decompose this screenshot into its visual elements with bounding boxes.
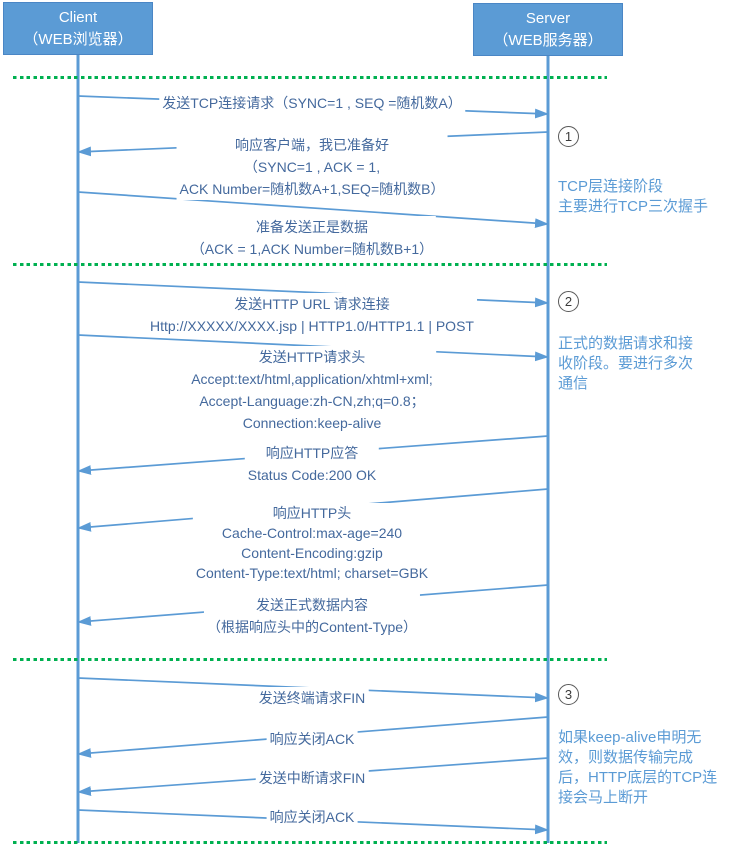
lifelines — [76, 55, 550, 843]
message-text: 响应HTTP头 — [192, 503, 432, 523]
phase-note-line: 正式的数据请求和接 — [558, 335, 694, 352]
phase-note-line: 主要进行TCP三次握手 — [558, 198, 709, 215]
message-text: Accept:text/html,application/xhtml+xml; — [188, 368, 436, 390]
phase-number-2: 2 — [558, 291, 579, 312]
phase-note-2: 正式的数据请求和接收阶段。要进行多次通信 — [558, 334, 693, 394]
phase-number-1: 1 — [558, 126, 579, 147]
phase-note-line: 收阶段。要进行多次 — [558, 355, 694, 372]
phase-note-3: 如果keep-alive申明无效，则数据传输完成后，HTTP底层的TCP连接会马… — [558, 728, 717, 808]
phase-note-line: 通信 — [558, 375, 589, 392]
phase-note-line: 接会马上断开 — [558, 789, 649, 806]
client-title: Client — [58, 8, 98, 26]
message-label-tcp-ack: 准备发送正是数据（ACK = 1,ACK Number=随机数B+1） — [187, 216, 437, 260]
message-label-tcp-connect-request: 发送TCP连接请求（SYNC=1 , SEQ =随机数A） — [159, 92, 465, 114]
message-text: Http://XXXXX/XXXX.jsp | HTTP1.0/HTTP1.1 … — [147, 315, 477, 337]
message-text: 响应客户端，我已准备好 — [176, 134, 448, 156]
message-text: 发送TCP连接请求（SYNC=1 , SEQ =随机数A） — [159, 92, 465, 114]
phase-note-line: TCP层连接阶段 — [558, 178, 664, 195]
phase-separator-2 — [13, 263, 607, 266]
message-text: 发送正式数据内容 — [203, 594, 421, 616]
message-text: Content-Encoding:gzip — [192, 543, 432, 563]
phase-separator-3 — [13, 658, 607, 661]
message-label-tcp-connect-response: 响应客户端，我已准备好（SYNC=1 , ACK = 1,ACK Number=… — [176, 134, 448, 200]
message-text: 发送中断请求FIN — [255, 767, 369, 789]
phase-note-line: 效，则数据传输完成 — [558, 749, 694, 766]
message-text: Accept-Language:zh-CN,zh;q=0.8； — [188, 390, 436, 412]
phase-note-line: 如果keep-alive申明无 — [558, 729, 702, 746]
message-text: 响应关闭ACK — [266, 806, 358, 828]
message-text: Cache-Control:max-age=240 — [192, 523, 432, 543]
server-title: Server — [525, 9, 571, 27]
phase-separator-1 — [13, 76, 607, 79]
phase-number-3: 3 — [558, 684, 579, 705]
arrow-tcp-ack — [77, 191, 549, 229]
message-label-close-ack-2: 响应关闭ACK — [266, 806, 358, 828]
phase-note-line: 后，HTTP底层的TCP连 — [558, 769, 718, 786]
message-label-http-response-body: 发送正式数据内容（根据响应头中的Content-Type） — [203, 594, 421, 638]
message-text: （根据响应头中的Content-Type） — [203, 616, 421, 638]
client-subtitle: （WEB浏览器） — [23, 30, 133, 48]
server-subtitle: （WEB服务器） — [493, 31, 603, 49]
message-text: Content-Type:text/html; charset=GBK — [192, 563, 432, 583]
message-text: Connection:keep-alive — [188, 412, 436, 434]
message-text: ACK Number=随机数A+1,SEQ=随机数B） — [176, 178, 448, 200]
message-text: 发送HTTP URL 请求连接 — [147, 293, 477, 315]
message-text: 发送终端请求FIN — [255, 687, 369, 709]
phase-separator-4 — [13, 841, 607, 844]
message-text: 响应HTTP应答 — [244, 442, 380, 464]
message-text: （ACK = 1,ACK Number=随机数B+1） — [187, 238, 437, 260]
message-text: 准备发送正是数据 — [187, 216, 437, 238]
message-label-terminate-fin-request: 发送终端请求FIN — [255, 687, 369, 709]
message-text: Status Code:200 OK — [244, 464, 380, 486]
actor-server: Server （WEB服务器） — [473, 3, 623, 56]
actor-client: Client （WEB浏览器） — [3, 2, 153, 55]
message-text: （SYNC=1 , ACK = 1, — [176, 156, 448, 178]
message-label-interrupt-fin-request: 发送中断请求FIN — [255, 767, 369, 789]
phase-note-1: TCP层连接阶段主要进行TCP三次握手 — [558, 177, 708, 217]
message-text: 发送HTTP请求头 — [188, 346, 436, 368]
message-text: 响应关闭ACK — [266, 728, 358, 750]
message-label-close-ack-1: 响应关闭ACK — [266, 728, 358, 750]
